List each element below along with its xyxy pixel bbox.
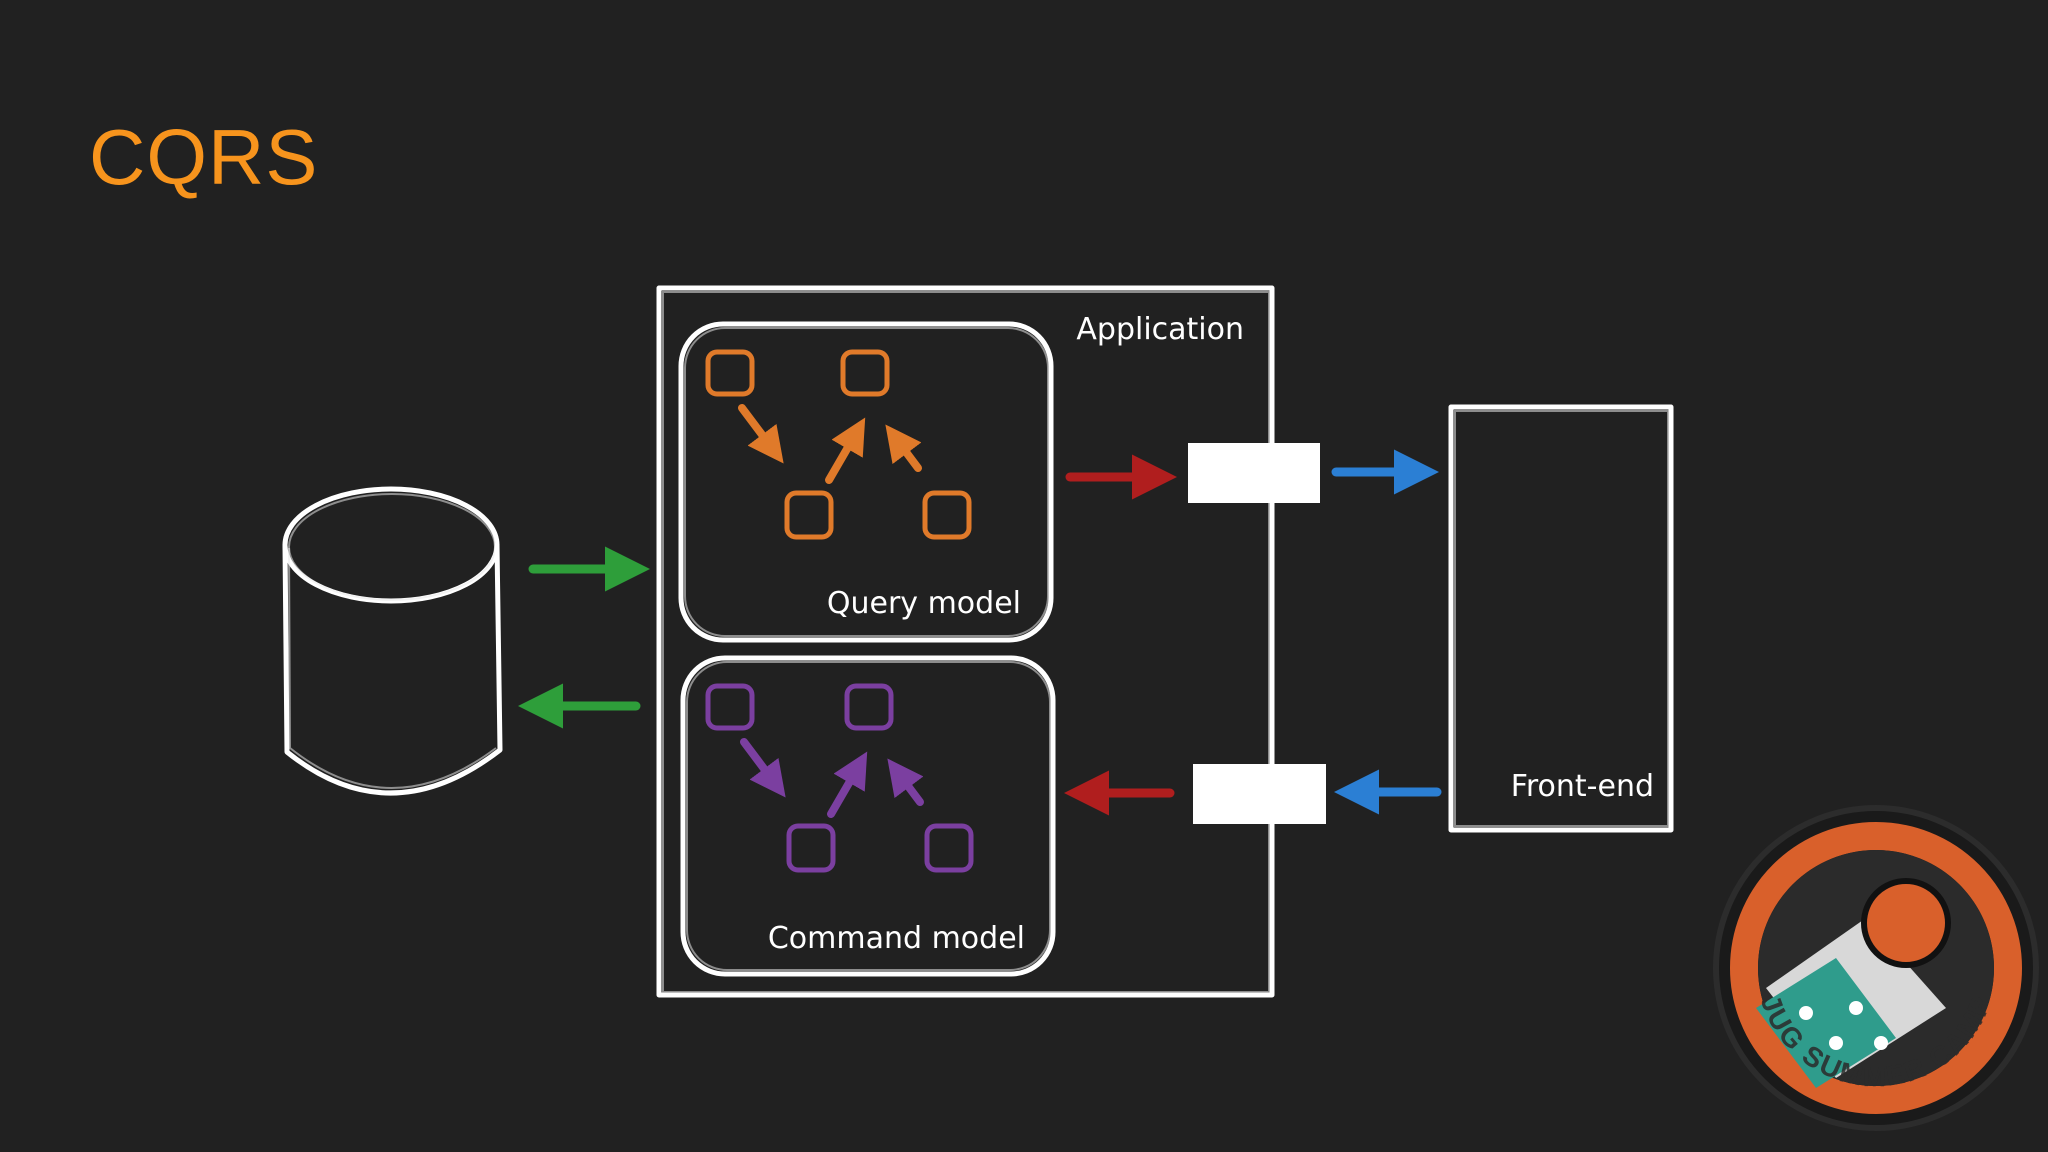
command-port [1193,764,1326,824]
query-edge [738,404,784,464]
command-model-edges [740,738,924,818]
command-edge [827,751,868,818]
command-model-label: Command model [768,921,1025,956]
command-node [924,823,974,873]
command-node [786,823,836,873]
query-node [922,490,972,540]
command-model-box: Command model [680,655,1056,977]
database-cylinder [282,486,503,796]
query-port [1188,443,1320,503]
command-edge [740,738,786,798]
conference-badge-logo: JUG SUMMER CAMP [1713,805,2039,1131]
slide-title: CQRS [89,113,319,201]
frontend-box: Front-end [1448,404,1674,833]
query-node [784,490,834,540]
query-model-edges [738,404,922,484]
query-edge [825,417,866,484]
application-box: Application [656,285,1275,998]
frontend-label: Front-end [1511,769,1654,804]
query-model-label: Query model [827,586,1021,621]
query-model-nodes [705,349,972,540]
command-node [705,683,755,731]
query-node [705,349,755,397]
query-edge [885,424,922,472]
application-label: Application [1076,312,1244,347]
query-model-box: Query model [678,321,1054,643]
command-model-nodes [705,683,974,873]
command-edge [887,758,924,806]
query-node [840,349,890,397]
command-node [844,683,894,731]
